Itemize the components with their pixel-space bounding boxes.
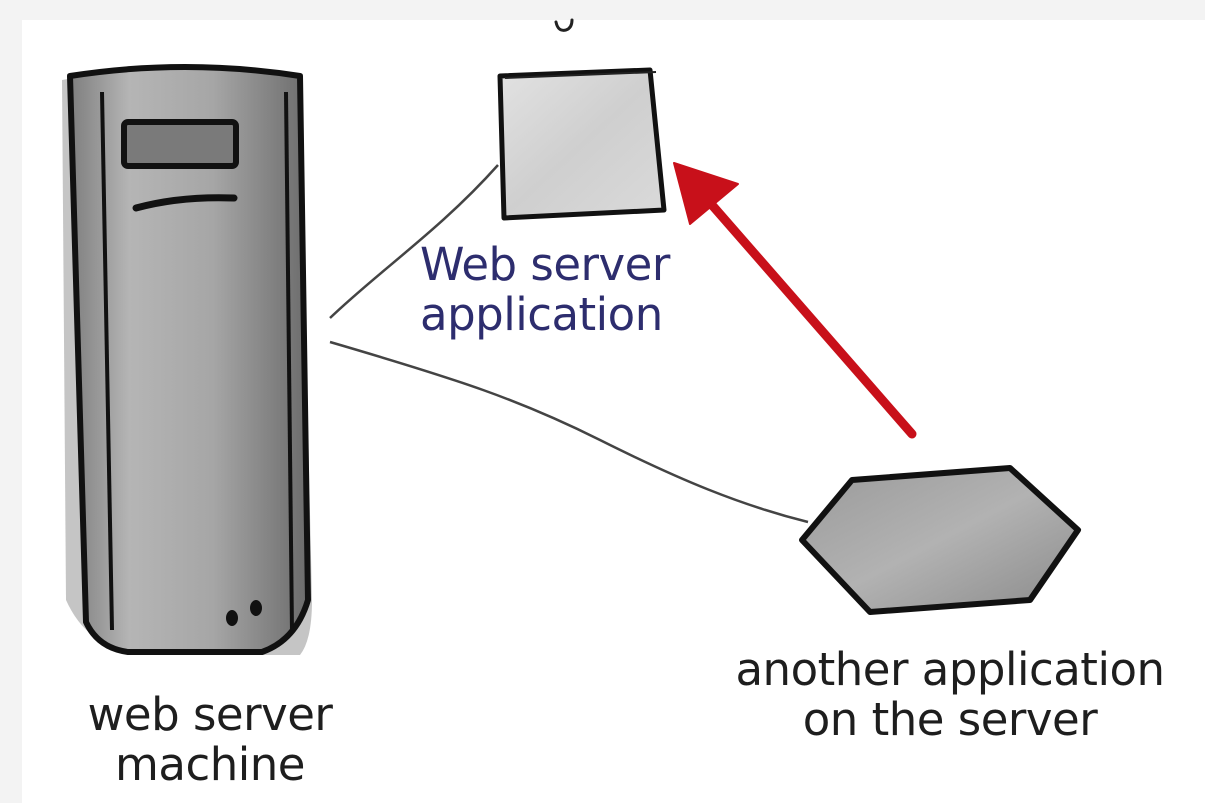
web-server-application-icon — [497, 67, 667, 221]
connector-machine-to-web-app — [329, 164, 499, 319]
red-arrow — [673, 162, 917, 439]
left-margin-strip — [0, 20, 22, 803]
web-server-machine-label-line-1: web server — [87, 688, 333, 741]
another-application-label: another application on the server — [700, 645, 1200, 745]
web-server-application-label-line-2: application — [420, 288, 663, 341]
another-application-icon — [799, 465, 1081, 615]
web-server-machine-label: web server machine — [30, 690, 390, 790]
web-server-application-label-line-1: Web server — [420, 238, 670, 291]
top-fragment-mark — [554, 18, 574, 32]
another-application-label-line-2: on the server — [802, 693, 1098, 746]
connector-machine-to-other-app — [329, 340, 809, 524]
server-machine-icon — [62, 64, 312, 655]
another-application-label-line-1: another application — [735, 643, 1165, 696]
web-server-application-label: Web server application — [420, 240, 740, 340]
top-margin-strip — [0, 0, 1205, 20]
web-server-machine-label-line-2: machine — [115, 738, 305, 791]
